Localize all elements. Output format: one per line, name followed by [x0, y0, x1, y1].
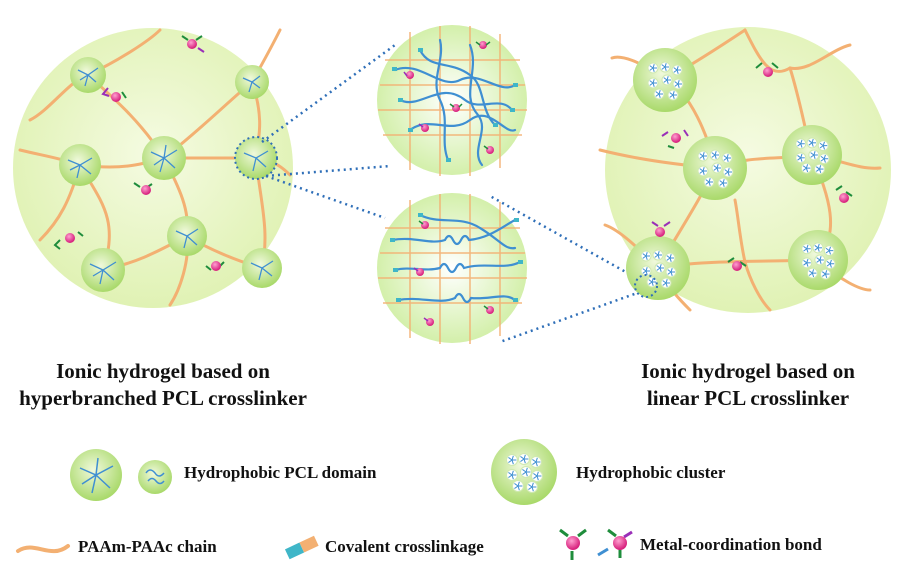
pcl-micro-domain — [646, 276, 658, 288]
metal-coordination — [727, 257, 747, 271]
pcl-micro-domain — [667, 89, 679, 101]
right-caption: Ionic hydrogel based on linear PCL cross… — [598, 358, 898, 412]
legend-pcl-domain-label: Hydrophobic PCL domain — [184, 463, 377, 482]
metal-coordination — [205, 261, 225, 271]
pcl-micro-domain — [806, 137, 818, 149]
metal-coordination — [651, 221, 671, 237]
zoom-top-metal — [403, 41, 494, 154]
legend-pcl-domain-small-icon — [138, 460, 172, 494]
legend-chain-label: PAAm-PAAc chain — [78, 537, 217, 556]
zoom-bottom-metal — [413, 220, 494, 326]
zoom-top — [377, 25, 527, 176]
legend-crosslink-label: Covalent crosslinkage — [325, 537, 484, 556]
pcl-micro-domain — [665, 266, 677, 278]
pcl-micro-domain — [711, 162, 723, 174]
pcl-micro-domain — [817, 140, 829, 152]
pcl-micro-domain — [671, 64, 683, 76]
pcl-micro-domain — [697, 165, 709, 177]
pcl-domain — [142, 136, 186, 180]
pcl-domain — [81, 248, 125, 292]
pcl-micro-domain — [818, 153, 830, 165]
pcl-micro-domain — [654, 262, 666, 274]
left-hydrogel — [13, 28, 293, 308]
pcl-micro-domain — [506, 469, 518, 481]
legend-graphics — [16, 439, 633, 560]
pcl-micro-domain — [659, 61, 671, 73]
zoom-lines — [261, 43, 641, 344]
right-caption-line2: linear PCL crosslinker — [646, 386, 850, 410]
legend-cluster-label: Hydrophobic cluster — [576, 463, 726, 482]
zoom-bottom-circle — [377, 193, 527, 343]
pcl-micro-domain — [806, 267, 818, 279]
legend-metal-label: Metal-coordination bond — [640, 535, 822, 554]
pcl-micro-domain — [647, 62, 659, 74]
pcl-micro-domain — [526, 481, 538, 493]
left-caption: Ionic hydrogel based on hyperbranched PC… — [8, 358, 318, 412]
metal-coordination — [661, 129, 689, 149]
pcl-domain — [235, 65, 269, 99]
metal-coordination — [835, 185, 853, 203]
left-metal-bonds — [53, 35, 225, 271]
pcl-micro-domain — [672, 78, 684, 90]
legend-cluster-micros — [506, 453, 543, 493]
pcl-micro-domain — [653, 88, 665, 100]
left-pcl-domains — [59, 57, 282, 292]
pcl-micro-domain — [824, 258, 836, 270]
pcl-micro-domain — [512, 480, 524, 492]
pcl-micro-domain — [814, 254, 826, 266]
pcl-micro-domain — [795, 152, 807, 164]
metal-coordination — [755, 62, 779, 77]
pcl-micro-domain — [640, 265, 652, 277]
legend-chain-icon — [16, 544, 70, 554]
pcl-domain — [234, 136, 278, 180]
legend-metal-icon — [559, 528, 633, 560]
pcl-micro-domain — [640, 250, 652, 262]
pcl-micro-domain — [703, 176, 715, 188]
legend-crosslink-icon — [284, 535, 319, 560]
left-caption-line2: hyperbranched PCL crosslinker — [19, 386, 307, 410]
right-caption-line1: Ionic hydrogel based on — [641, 359, 855, 383]
pcl-domain — [70, 57, 106, 93]
pcl-micro-domain — [520, 466, 532, 478]
pcl-micro-domain — [795, 138, 807, 150]
pcl-micro-domain — [800, 162, 812, 174]
metal-coordination — [181, 35, 205, 53]
pcl-domain — [167, 216, 207, 256]
pcl-micro-domain — [801, 243, 813, 255]
zoom-source-marker — [634, 274, 658, 298]
metal-coordination — [133, 182, 153, 195]
pcl-micro-domain — [697, 150, 709, 162]
right-hydrogel — [598, 27, 891, 313]
pcl-micro-domain — [664, 252, 676, 264]
pcl-micro-domain — [506, 454, 518, 466]
metal-coordination — [101, 87, 127, 102]
zoom-top-circle — [377, 25, 527, 175]
legend-pcl-domain-large-icon — [70, 449, 122, 501]
pcl-micro-domain — [518, 453, 530, 465]
pcl-micro-domain — [820, 268, 831, 280]
metal-coordination — [53, 231, 84, 250]
pcl-micro-domain — [660, 277, 672, 289]
pcl-micro-domain — [823, 245, 835, 257]
pcl-micro-domain — [652, 249, 664, 261]
pcl-domain — [242, 248, 282, 288]
pcl-micro-domain — [722, 166, 734, 178]
pcl-micro-domain — [709, 149, 721, 161]
pcl-micro-domain — [530, 456, 542, 468]
pcl-micro-domain — [717, 177, 729, 189]
right-metal-bonds — [651, 62, 853, 271]
zoom-bottom — [377, 193, 527, 344]
pcl-micro-domain — [814, 163, 825, 175]
pcl-micro-domain — [808, 149, 820, 161]
pcl-micro-domain — [812, 242, 824, 254]
pcl-domain — [59, 144, 101, 186]
pcl-micro-domain — [721, 152, 733, 164]
right-micro-clusters — [640, 61, 836, 289]
pcl-micro-domain — [531, 470, 543, 482]
left-caption-line1: Ionic hydrogel based on — [56, 359, 270, 383]
pcl-micro-domain — [647, 77, 659, 89]
pcl-micro-domain — [801, 257, 813, 269]
pcl-micro-domain — [661, 74, 673, 86]
